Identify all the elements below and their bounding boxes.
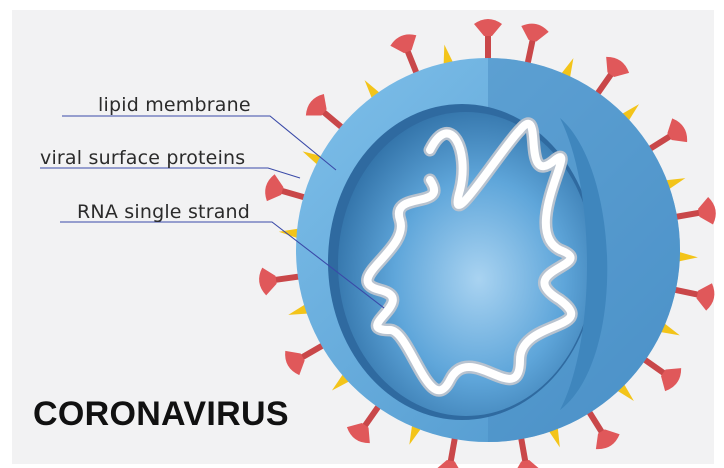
diagram-title: CORONAVIRUS xyxy=(33,395,289,434)
red-spike-icon xyxy=(673,196,718,231)
label-rna-strand: RNA single strand xyxy=(77,201,250,223)
red-spike-icon xyxy=(474,19,502,60)
yellow-spike-icon xyxy=(278,227,299,239)
label-lipid-membrane: lipid membrane xyxy=(98,94,251,116)
leader-surface-proteins xyxy=(40,168,300,178)
label-surface-proteins: viral surface proteins xyxy=(40,147,245,169)
yellow-spike-icon xyxy=(678,252,698,263)
red-spike-icon xyxy=(514,21,550,67)
red-spike-icon xyxy=(257,263,301,296)
red-spike-icon xyxy=(671,276,717,312)
